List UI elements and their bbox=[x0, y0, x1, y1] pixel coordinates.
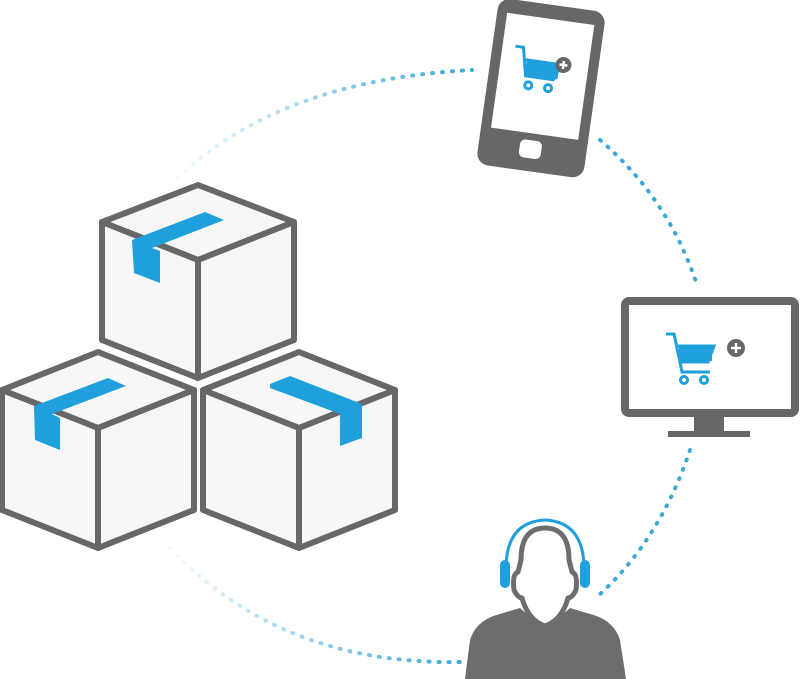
connector-monitor-to-agent bbox=[596, 448, 692, 598]
box-top bbox=[99, 182, 297, 381]
monitor-cart-icon bbox=[621, 297, 799, 437]
headset-agent-icon bbox=[465, 518, 626, 679]
box-bottom-left bbox=[0, 349, 197, 551]
connector-warehouse-to-phone bbox=[176, 68, 474, 180]
connector-phone-to-monitor bbox=[598, 138, 700, 290]
stacked-boxes-icon bbox=[0, 182, 398, 551]
smartphone-cart-icon bbox=[477, 0, 605, 178]
box-tape bbox=[132, 212, 224, 283]
box-tape bbox=[270, 376, 362, 446]
cart-plus-icon bbox=[515, 44, 572, 94]
box-bottom-right bbox=[200, 349, 398, 551]
box-tape bbox=[34, 378, 126, 450]
connector-agent-to-warehouse bbox=[168, 546, 462, 665]
cart-plus-icon bbox=[666, 332, 745, 385]
